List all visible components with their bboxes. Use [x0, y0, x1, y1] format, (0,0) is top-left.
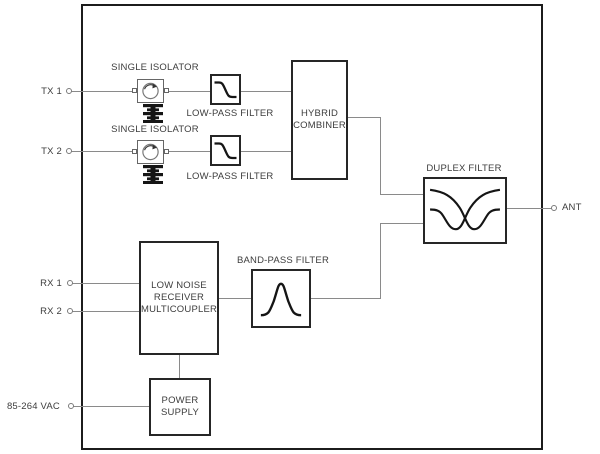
low-noise-receiver-multicoupler: LOW NOISE RECEIVER MULTICOUPLER	[139, 241, 219, 355]
wire-multicoupler-to-psu	[179, 355, 180, 378]
terminal-rx1	[67, 280, 73, 286]
terminal-vac	[68, 403, 74, 409]
wire-bpf-out-h	[311, 298, 380, 299]
wire-isolator1-to-lpf1	[164, 91, 210, 92]
hybrid-combiner: HYBRID COMBINER	[291, 60, 348, 180]
wire-duplex-to-ant	[507, 208, 554, 209]
single-isolator-1	[132, 79, 169, 103]
wire-lpf1-to-hybrid	[241, 91, 291, 92]
label-tx2: TX 2	[41, 146, 62, 157]
label-single-isolator-1: SINGLE ISOLATOR	[111, 62, 199, 73]
termination-load-icon	[143, 104, 163, 123]
label-low-pass-filter-1: LOW-PASS FILTER	[186, 108, 274, 119]
duplexer-response-icon	[429, 188, 501, 231]
low-pass-response-icon	[214, 81, 237, 99]
terminal-tx1	[66, 88, 72, 94]
wire-hybrid-out-h	[348, 117, 380, 118]
wire-rx2-to-multicoupler	[72, 311, 139, 312]
label-single-isolator-2: SINGLE ISOLATOR	[111, 124, 199, 135]
band-pass-filter	[251, 269, 311, 328]
label-rx1: RX 1	[40, 278, 62, 289]
wire-multicoupler-to-bpf	[219, 298, 251, 299]
isolator-port-icon	[132, 88, 137, 93]
low-pass-filter-2	[210, 135, 241, 166]
single-isolator-2	[132, 140, 169, 164]
isolator-port-icon	[164, 149, 169, 154]
label-vac: 85-264 VAC	[6, 401, 60, 412]
enclosure-outline	[81, 4, 543, 450]
duplex-filter	[423, 177, 507, 244]
power-supply: POWER SUPPLY	[149, 378, 211, 436]
circulator-arrow-icon	[142, 143, 159, 161]
wire-vac-to-psu	[73, 406, 149, 407]
wire-bpf-out-v	[380, 223, 381, 299]
band-pass-response-icon	[260, 282, 302, 317]
label-low-pass-filter-2: LOW-PASS FILTER	[186, 171, 274, 182]
label-ant: ANT	[562, 202, 582, 213]
isolator-port-icon	[132, 149, 137, 154]
label-tx1: TX 1	[41, 86, 62, 97]
terminal-rx2	[67, 308, 73, 314]
wire-lpf2-to-hybrid	[241, 151, 291, 152]
low-pass-filter-1	[210, 74, 241, 105]
label-rx2: RX 2	[40, 306, 62, 317]
wire-tx1-to-isolator1	[71, 91, 137, 92]
isolator-port-icon	[164, 88, 169, 93]
circulator-arrow-icon	[142, 82, 159, 100]
terminal-ant	[551, 205, 557, 211]
wire-bpf-to-duplex	[380, 223, 423, 224]
terminal-tx2	[66, 148, 72, 154]
label-duplex-filter: DUPLEX FILTER	[426, 163, 502, 174]
wire-isolator2-to-lpf2	[164, 151, 210, 152]
wire-tx2-to-isolator2	[71, 151, 137, 152]
termination-load-icon	[143, 165, 163, 184]
low-pass-response-icon	[214, 142, 237, 160]
wire-hybrid-out-v	[380, 117, 381, 195]
wire-rx1-to-multicoupler	[72, 283, 139, 284]
label-band-pass-filter: BAND-PASS FILTER	[236, 255, 330, 266]
wire-hybrid-to-duplex	[380, 194, 423, 195]
